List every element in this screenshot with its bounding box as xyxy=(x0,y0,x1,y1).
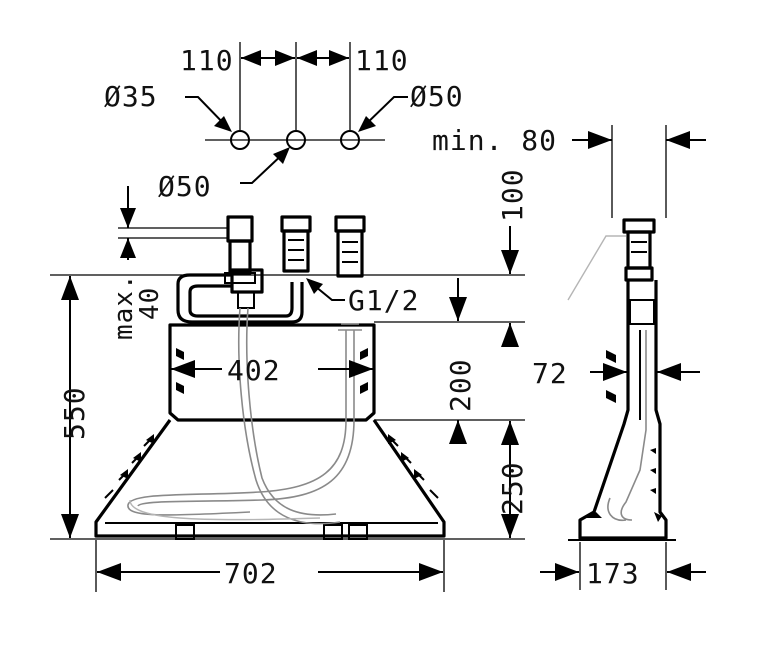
hole-center xyxy=(286,130,306,150)
thread-label: G1/2 xyxy=(348,284,419,317)
spacing-left-label: 110 xyxy=(180,44,234,77)
hole-center-label: Ø50 xyxy=(158,170,212,203)
hole-right xyxy=(340,130,360,150)
hole-left-label: Ø35 xyxy=(104,80,158,113)
spacing-right-label: 110 xyxy=(355,44,409,77)
top-height-label: 100 xyxy=(496,168,529,222)
clearance-label: min. 80 xyxy=(432,124,557,157)
side-depth-label: 72 xyxy=(532,357,568,390)
front-dimensions xyxy=(50,186,525,592)
total-height-label: 550 xyxy=(58,386,91,440)
upper-height-label: 200 xyxy=(444,358,477,412)
lower-height-label: 250 xyxy=(496,461,529,515)
hole-left xyxy=(230,130,250,150)
inner-width-label: 402 xyxy=(227,354,281,387)
max-value-label: 40 xyxy=(135,287,165,320)
front-view xyxy=(94,215,446,540)
base-width-label: 702 xyxy=(224,557,278,590)
side-view xyxy=(540,125,706,590)
hole-pattern xyxy=(185,42,408,184)
max-label: max. xyxy=(109,273,139,340)
side-base-label: 173 xyxy=(586,557,640,590)
hole-right-label: Ø50 xyxy=(410,80,464,113)
